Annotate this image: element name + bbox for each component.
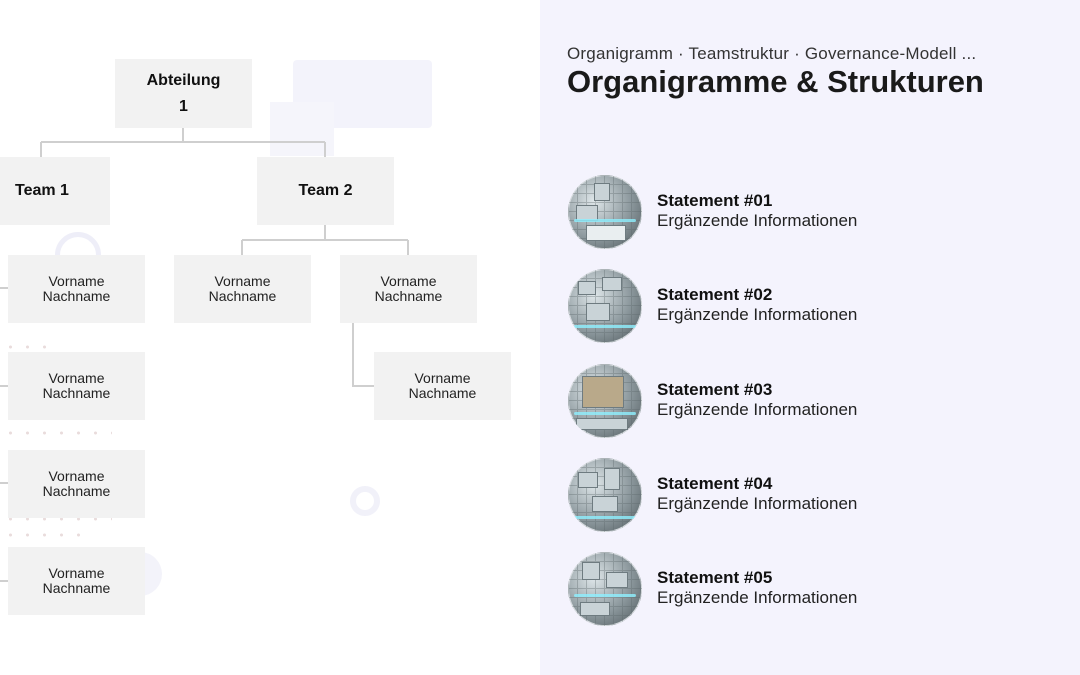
member-last-name: Nachname: [42, 483, 111, 499]
statement-title: Statement #03: [657, 380, 773, 399]
circuit-board-image: [568, 269, 642, 343]
team-2-box: Team 2: [257, 157, 394, 225]
team-1-member-box: Vorname Nachname: [8, 450, 145, 518]
decorative-rectangle: [270, 102, 334, 156]
statement-item: Statement #03 Ergänzende Informationen: [568, 364, 1048, 440]
member-first-name: Vorname: [414, 370, 471, 386]
statement-text: Ergänzende Informationen: [657, 211, 858, 230]
team-1-box: Team 1: [0, 157, 110, 225]
team-1-member-box: Vorname Nachname: [8, 255, 145, 323]
member-last-name: Nachname: [374, 288, 443, 304]
decorative-dots: [2, 428, 112, 438]
member-first-name: Vorname: [48, 468, 105, 484]
decorative-dots: [2, 530, 92, 540]
statement-item: Statement #05 Ergänzende Informationen: [568, 552, 1048, 628]
statement-item: Statement #01 Ergänzende Informationen: [568, 175, 1048, 251]
org-chart-connectors: [0, 128, 409, 582]
member-last-name: Nachname: [42, 288, 111, 304]
team-2-member-box: Vorname Nachname: [340, 255, 477, 323]
member-last-name: Nachname: [408, 385, 477, 401]
statement-title: Statement #02: [657, 285, 773, 304]
member-first-name: Vorname: [48, 273, 105, 289]
circuit-board-image: [568, 552, 642, 626]
statement-item: Statement #04 Ergänzende Informationen: [568, 458, 1048, 534]
member-first-name: Vorname: [48, 565, 105, 581]
department-box: Abteilung 1: [115, 59, 252, 128]
team-1-member-box: Vorname Nachname: [8, 352, 145, 420]
member-last-name: Nachname: [42, 580, 111, 596]
decorative-ring: [350, 486, 380, 516]
team-2-label: Team 2: [298, 182, 353, 199]
team-1-label: Team 1: [15, 182, 69, 199]
team-2-member-box: Vorname Nachname: [374, 352, 511, 420]
circuit-board-image: [568, 175, 642, 249]
statement-text: Ergänzende Informationen: [657, 305, 858, 324]
statement-text: Ergänzende Informationen: [657, 400, 858, 419]
page-subtitle: Organigramm · Teamstruktur · Governance-…: [567, 44, 977, 63]
member-last-name: Nachname: [42, 385, 111, 401]
team-2-member-box: Vorname Nachname: [174, 255, 311, 323]
department-number: 1: [179, 97, 188, 115]
statement-text: Ergänzende Informationen: [657, 494, 858, 513]
cpu-chip-image: [568, 364, 642, 438]
decorative-dots: [2, 514, 112, 524]
circuit-board-image: [568, 458, 642, 532]
member-first-name: Vorname: [48, 370, 105, 386]
team-1-member-box: Vorname Nachname: [8, 547, 145, 615]
statement-text: Ergänzende Informationen: [657, 588, 858, 607]
statement-item: Statement #02 Ergänzende Informationen: [568, 269, 1048, 345]
member-first-name: Vorname: [380, 273, 437, 289]
decorative-dots: [2, 342, 56, 352]
member-first-name: Vorname: [214, 273, 271, 289]
statement-title: Statement #05: [657, 568, 773, 587]
statement-title: Statement #01: [657, 191, 773, 210]
statement-title: Statement #04: [657, 474, 773, 493]
connector-line: [352, 323, 374, 387]
department-label: Abteilung: [146, 71, 221, 89]
member-last-name: Nachname: [208, 288, 277, 304]
page-title: Organigramme & Strukturen: [567, 64, 984, 99]
